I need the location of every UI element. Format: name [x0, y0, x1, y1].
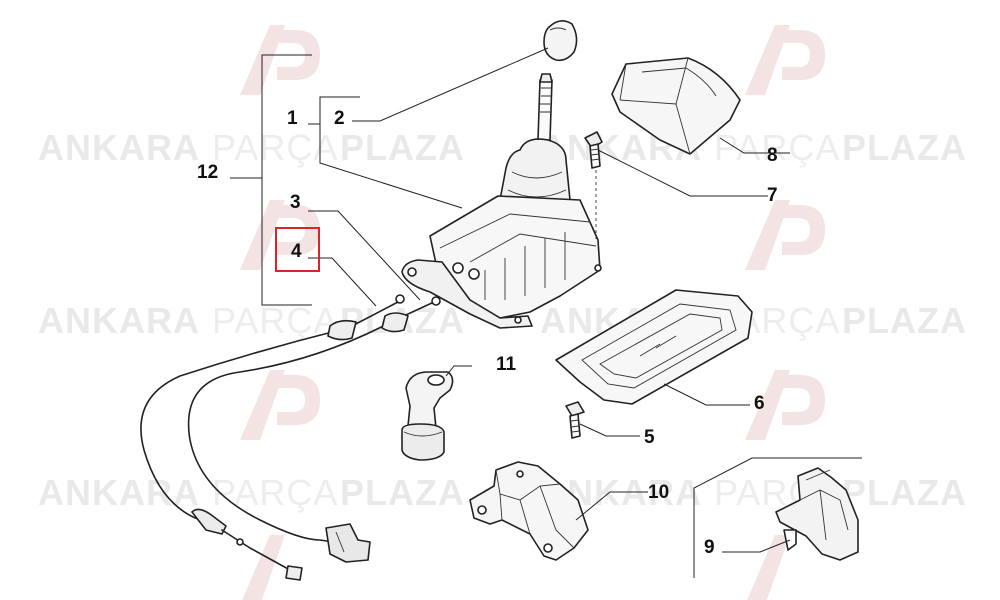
callout-5[interactable]: 5	[644, 427, 655, 448]
svg-text:PLAZA: PLAZA	[842, 472, 967, 513]
bracket-1	[308, 96, 463, 209]
part-9-connector	[775, 467, 859, 561]
callout-8[interactable]: 8	[767, 145, 778, 166]
part-10-mounting-bracket	[469, 461, 589, 561]
part-1-gear-selector	[401, 73, 602, 329]
callout-12[interactable]: 12	[197, 162, 218, 183]
callout-3[interactable]: 3	[290, 192, 301, 213]
watermark-text-row-3: ANKARA PARÇA PLAZA ANKARA PARÇA PLAZA	[38, 472, 967, 513]
part-6-tray	[555, 289, 753, 405]
callout-1[interactable]: 1	[287, 108, 298, 129]
svg-text:ANKARA: ANKARA	[38, 127, 200, 168]
callout-4[interactable]: 4	[291, 241, 302, 262]
leader-lines	[308, 47, 862, 578]
part-3-cable	[187, 296, 441, 563]
callout-10[interactable]: 10	[648, 482, 669, 503]
callout-6[interactable]: 6	[754, 393, 765, 414]
part-11-clip	[401, 371, 454, 461]
highlight-box	[275, 227, 320, 272]
part-5-screw	[565, 401, 585, 439]
svg-text:ANKARA: ANKARA	[38, 300, 200, 341]
svg-text:PLAZA: PLAZA	[340, 472, 465, 513]
part-7-bolt	[584, 131, 603, 240]
svg-text:PARÇA: PARÇA	[212, 127, 338, 168]
watermark-logo	[240, 25, 825, 600]
part-2-gear-knob	[543, 20, 578, 62]
callout-9[interactable]: 9	[704, 537, 715, 558]
svg-text:PARÇA: PARÇA	[212, 472, 338, 513]
part-8-cover	[611, 57, 741, 155]
callout-labels: 1 2 3 4 5 6 7 8 9 10 11 12	[197, 108, 778, 558]
svg-text:PARÇA: PARÇA	[212, 300, 338, 341]
part-4-cable	[140, 294, 405, 581]
callout-11[interactable]: 11	[496, 354, 517, 375]
bracket-12	[230, 54, 312, 306]
svg-text:PLAZA: PLAZA	[842, 300, 967, 341]
watermark-text-row-1: ANKARA PARÇA PLAZA ANKARA PARÇA PLAZA	[38, 127, 967, 168]
svg-text:ANKARA: ANKARA	[38, 472, 200, 513]
callout-2[interactable]: 2	[334, 108, 345, 129]
svg-text:PLAZA: PLAZA	[340, 127, 465, 168]
callout-7[interactable]: 7	[767, 185, 778, 206]
svg-text:PLAZA: PLAZA	[842, 127, 967, 168]
